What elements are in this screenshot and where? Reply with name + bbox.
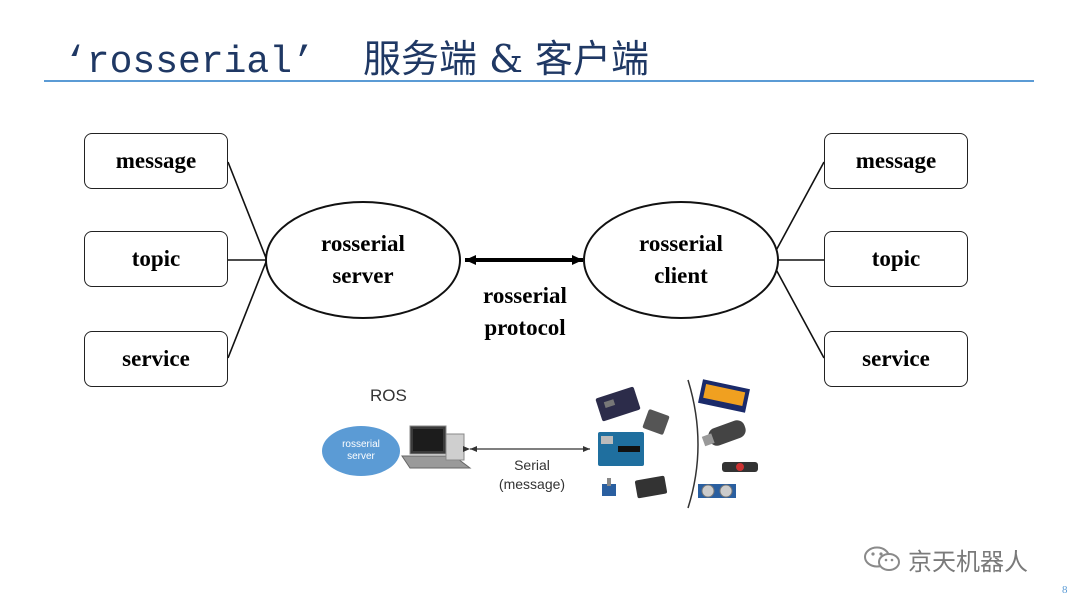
title-code-part: ‘rosserial’: [64, 41, 315, 84]
small-server-blob: rosserial server: [322, 426, 400, 476]
right-topic-box: topic: [824, 231, 968, 287]
serial-label: Serial (message): [490, 456, 574, 494]
title-chinese-part: 服务端 & 客户端: [363, 37, 650, 81]
small-server-line2: server: [347, 451, 375, 462]
left-service-box: service: [84, 331, 228, 387]
ros-label: ROS: [370, 386, 407, 405]
right-message-box: message: [824, 133, 968, 189]
left-service-connector: [227, 261, 267, 359]
motor-icon: [701, 420, 746, 447]
driver-chip-icon: [634, 475, 668, 499]
protocol-label-line1: rosserial: [483, 283, 567, 308]
chip-icon: [642, 409, 670, 435]
page-number: 8: [1062, 584, 1068, 596]
laptop-icon: [401, 425, 472, 469]
rosserial-client-node: rosserial client: [583, 201, 779, 319]
sensor-icon: [602, 478, 616, 496]
right-service-connector: [771, 261, 825, 359]
board-icon-1: [595, 386, 641, 422]
protocol-label-line2: protocol: [484, 315, 566, 340]
slide-title: ‘rosserial’ 服务端 & 客户端: [64, 28, 649, 84]
title-underline: [44, 80, 1034, 82]
lcd-display-icon: [698, 379, 750, 413]
left-message-connector: [227, 161, 267, 259]
distance-sensor-icon: [722, 462, 758, 472]
server-label-line2: server: [332, 263, 394, 288]
client-label-line2: client: [654, 263, 708, 288]
ultrasonic-sensor-icon: [698, 484, 736, 498]
right-message-connector: [771, 161, 825, 259]
wechat-icon: [864, 546, 900, 571]
protocol-label: rosserial protocol: [440, 280, 610, 344]
rosserial-server-node: rosserial server: [265, 201, 461, 319]
server-label-line1: rosserial: [321, 231, 405, 256]
watermark-text: 京天机器人: [908, 547, 1028, 576]
left-topic-box: topic: [84, 231, 228, 287]
serial-label-line1: Serial: [514, 457, 550, 473]
left-message-box: message: [84, 133, 228, 189]
client-label-line1: rosserial: [639, 231, 723, 256]
small-server-line1: rosserial: [342, 439, 380, 450]
right-service-box: service: [824, 331, 968, 387]
serial-label-line2: (message): [498, 476, 566, 492]
bracket: [687, 379, 699, 509]
arduino-board-icon: [598, 432, 644, 466]
watermark: 京天机器人: [862, 543, 1028, 576]
